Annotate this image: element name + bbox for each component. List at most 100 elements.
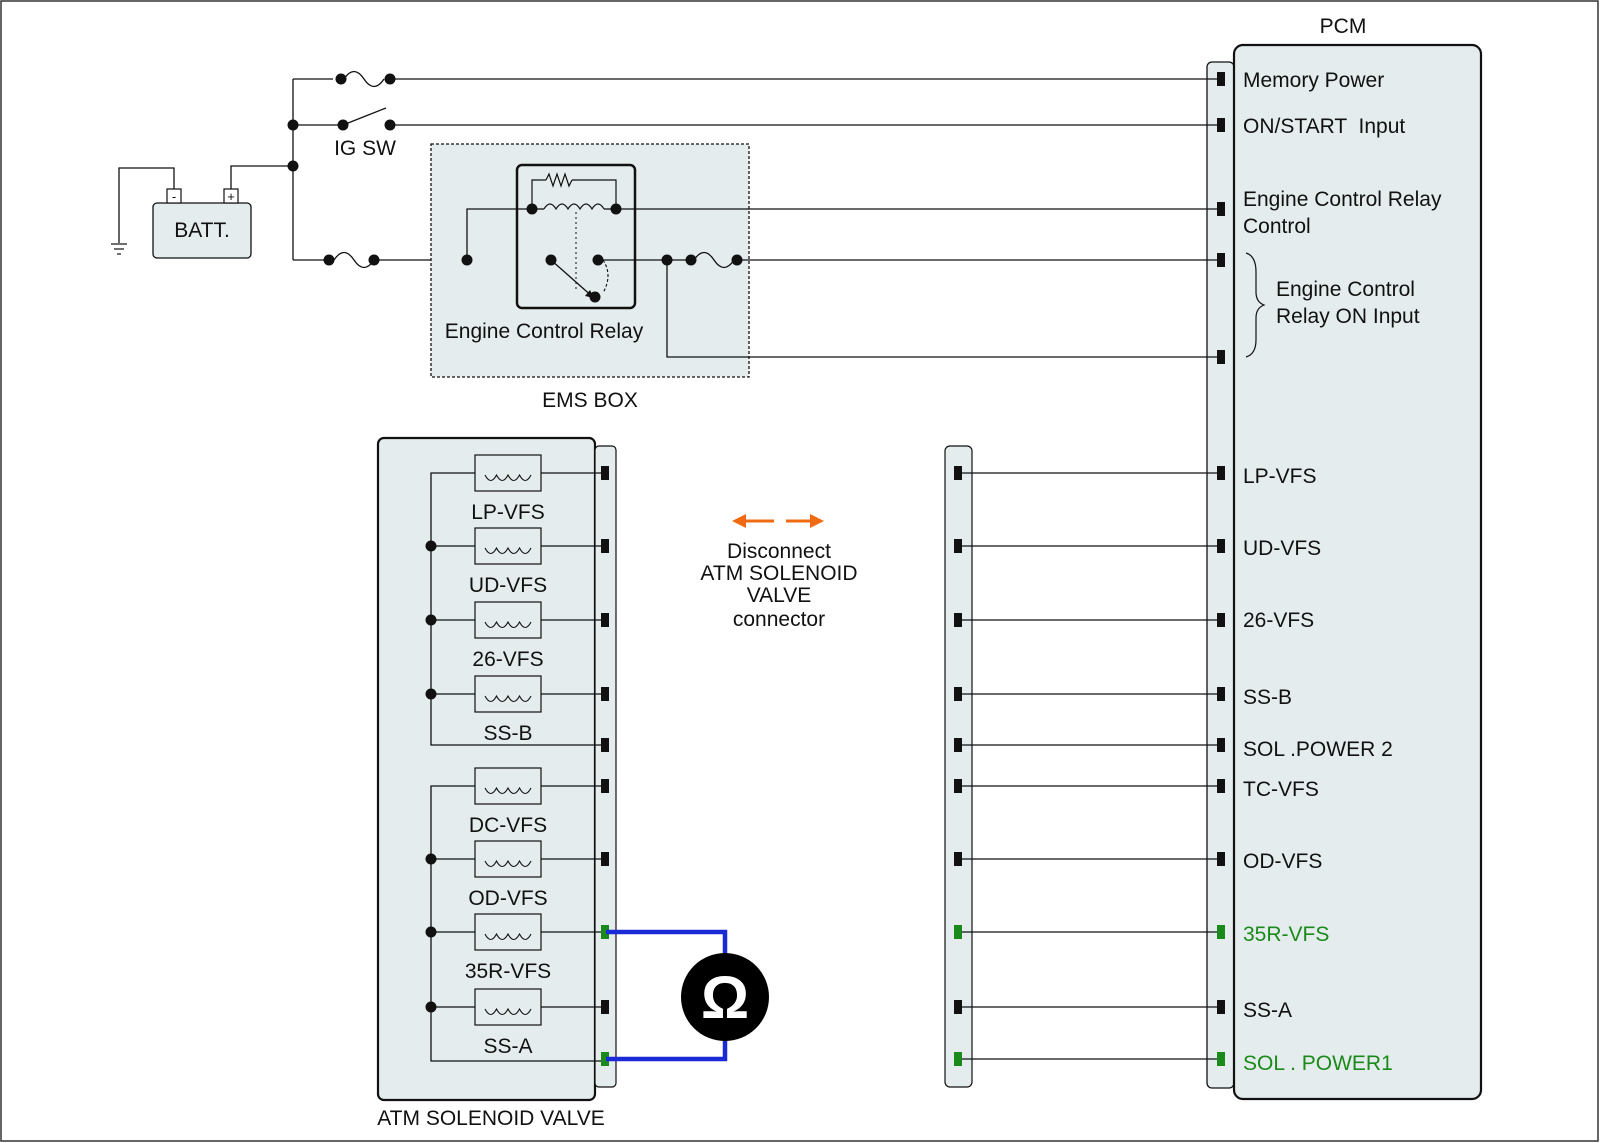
valve-connector-pin: [601, 613, 609, 627]
pin-ecr-on-input-1: [1217, 253, 1225, 267]
pcm-connector-pin: [1217, 1000, 1225, 1014]
coil-icon: [484, 694, 532, 703]
junction-dots: [287, 73, 743, 303]
coil-icon: [484, 859, 532, 868]
solenoid-box: [474, 767, 542, 805]
arrow-right-icon: [810, 514, 824, 528]
ohmmeter-probe-wire-35r: [606, 929, 728, 957]
solenoid-common-bus-lower: [430, 785, 605, 1062]
coil-icon: [484, 620, 532, 629]
pcm-connector-pin: [1217, 779, 1225, 793]
solenoid-vfs-26: 26-VFS: [425, 601, 605, 671]
pcm-title: PCM: [1320, 15, 1367, 38]
harness-connector-pin: [954, 613, 962, 627]
pin-ecr-control: [1217, 202, 1225, 216]
solenoid-label: 35R-VFS: [465, 960, 551, 983]
signal-ss-b: [601, 687, 1225, 701]
harness-connector-pin: [954, 779, 962, 793]
solenoid-layer: LP-VFSUD-VFS26-VFSSS-BDC-VFSOD-VFS35R-VF…: [425, 454, 605, 1058]
solenoid-label: DC-VFS: [469, 814, 547, 837]
fuse-icon: [343, 70, 385, 88]
pcm-pin-od-vfs: OD-VFS: [1243, 850, 1322, 873]
solenoid-box: [474, 913, 542, 951]
battery-pos-sign: +: [227, 189, 235, 204]
battery-label: BATT.: [174, 219, 230, 242]
pcm-connector-pin: [1217, 466, 1225, 480]
valve-connector-pin: [601, 687, 609, 701]
harness-connector-pin: [954, 852, 962, 866]
fuse-icon: [333, 251, 375, 269]
solenoid-label: SS-B: [483, 722, 532, 745]
pcm-pin-35r-vfs: 35R-VFS: [1243, 923, 1329, 946]
pcm-pin-ud-vfs: UD-VFS: [1243, 537, 1321, 560]
signal-wire-layer: [601, 466, 1225, 1066]
arrow-left-icon: [732, 514, 746, 528]
solenoid-label: UD-VFS: [469, 574, 547, 597]
pcm-pin-labels: Memory Power ON/START Input Engine Contr…: [1243, 69, 1442, 1075]
valve-connector-pin: [601, 738, 609, 752]
harness-connector: [944, 445, 973, 1088]
solenoid-box: [474, 675, 542, 713]
solenoid-box: [474, 527, 542, 565]
ig-switch-blade: [342, 107, 387, 126]
junction-dot: [425, 540, 437, 552]
disconnect-note-line2: ATM SOLENOID: [700, 562, 857, 585]
signal-od-vfs: [601, 852, 1225, 866]
solenoid-ud-vfs: UD-VFS: [425, 527, 605, 597]
signal-sol-power2: [601, 738, 1225, 752]
pin-ecr-on-input-2: [1217, 350, 1225, 364]
ohm-icon: Ω: [701, 964, 749, 1031]
coil-icon: [484, 473, 532, 482]
pin-memory-power: [1217, 72, 1225, 86]
relay-coil-resistor-frame: [531, 179, 546, 209]
coil-icon: [484, 786, 532, 795]
junction-dot: [425, 926, 437, 938]
solenoid-label: LP-VFS: [471, 501, 545, 524]
junction-dot: [425, 853, 437, 865]
solenoid-ss-a: SS-A: [425, 988, 605, 1058]
pcm-pin-ecr-control-line1: Engine Control Relay: [1243, 188, 1442, 211]
harness-connector-pin: [954, 466, 962, 480]
solenoid-vfs-35r: 35R-VFS: [425, 913, 605, 983]
pcm-module: PCM: [1206, 15, 1483, 1101]
solenoid-box: [474, 601, 542, 639]
signal-tc-vfs: [601, 779, 1225, 793]
atm-valve-connector-strip: [594, 445, 617, 1088]
pcm-connector-pin: [1217, 925, 1225, 939]
valve-connector-pin: [601, 852, 609, 866]
solenoid-common-bus-upper: [430, 472, 605, 746]
pcm-pin-ecr-on-input-line1: Engine Control: [1276, 278, 1415, 301]
pin-on-start-input: [1217, 118, 1225, 132]
disconnect-note: Disconnect ATM SOLENOID VALVE connector: [700, 540, 857, 631]
relay-switch-blade: [550, 259, 595, 299]
pcm-pin-lp-vfs: LP-VFS: [1243, 465, 1317, 488]
signal-vfs-26: [601, 613, 1225, 627]
battery: - + BATT.: [152, 188, 252, 259]
pcm-pin-ecr-control-line2: Control: [1243, 215, 1311, 238]
pcm-connector-pin: [1217, 852, 1225, 866]
ohmmeter-probe-wire-sol-power1: [606, 1038, 728, 1062]
signal-ss-a: [601, 1000, 1225, 1014]
valve-connector-pin: [601, 1000, 609, 1014]
relay-coil-resistor-frame-r: [572, 179, 617, 209]
valve-connector-pin: [601, 925, 609, 939]
pcm-pin-26-vfs: 26-VFS: [1243, 609, 1314, 632]
harness-connector-pin: [954, 925, 962, 939]
solenoid-box: [474, 988, 542, 1026]
ohmmeter: [681, 953, 769, 1041]
pcm-pin-ss-b: SS-B: [1243, 686, 1292, 709]
pcm-connector-pin: [1217, 613, 1225, 627]
disconnect-note-line1: Disconnect: [727, 540, 831, 563]
pcm-body: [1232, 43, 1483, 1101]
battery-body: [152, 202, 252, 259]
pcm-pin-ss-a: SS-A: [1243, 999, 1292, 1022]
pcm-pin-sol-power1: SOL . POWER1: [1243, 1052, 1393, 1075]
coil-icon: [484, 1007, 532, 1016]
signal-ud-vfs: [601, 539, 1225, 553]
solenoid-box: [474, 454, 542, 492]
disconnect-note-line3: VALVE: [747, 584, 812, 607]
harness-connector-pin: [954, 1000, 962, 1014]
engine-control-relay: [515, 163, 637, 310]
pcm-pin-memory-power: Memory Power: [1243, 69, 1384, 92]
